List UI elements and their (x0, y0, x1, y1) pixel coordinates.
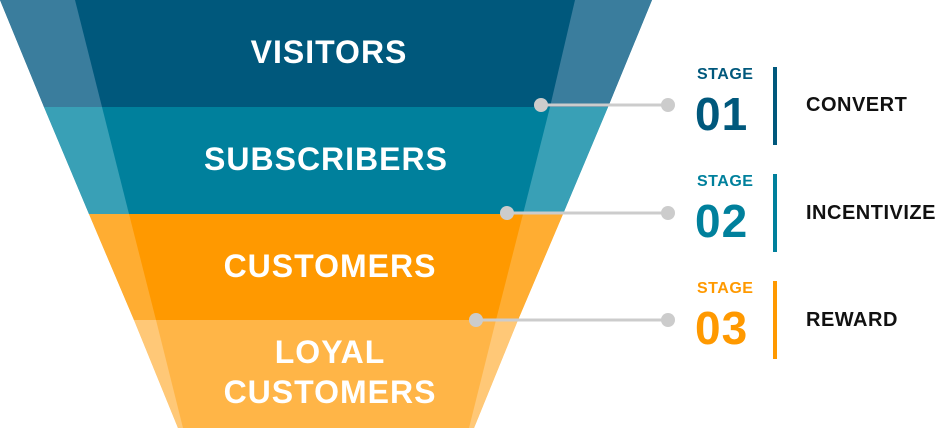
funnel-edge-left-4 (134, 320, 183, 428)
connector-dot-end (661, 313, 675, 327)
stage-2-label: STAGE (697, 173, 754, 190)
connector-stage-1 (534, 98, 675, 112)
funnel-layer-subscribers (44, 107, 608, 214)
stage-3-action: REWARD (806, 309, 898, 331)
funnel-edge-right-3 (496, 214, 563, 320)
funnel-layer-visitors (0, 0, 652, 107)
stage-1-label: STAGE (697, 66, 754, 83)
connector-dot-start (469, 313, 483, 327)
stage-1-divider (773, 67, 777, 145)
funnel-edge-left-3 (89, 214, 156, 320)
funnel-label-loyal-line1: LOYAL (275, 334, 386, 370)
funnel-label-loyal-line2: CUSTOMERS (224, 374, 437, 410)
stage-2-action: INCENTIVIZE (806, 202, 936, 224)
stage-3-label: STAGE (697, 280, 754, 297)
stage-3-divider (773, 281, 777, 359)
stage-3-number: 03 (695, 302, 749, 354)
funnel-edge-right-1 (550, 0, 652, 107)
funnel-edge-right-2 (523, 107, 608, 214)
stage-2-divider (773, 174, 777, 252)
connector-stage-2 (500, 206, 675, 220)
connector-dot-start (500, 206, 514, 220)
connector-dot-end (661, 98, 675, 112)
stage-1-action: CONVERT (806, 94, 908, 116)
stage-1-number: 01 (695, 88, 749, 140)
funnel-edge-left-2 (44, 107, 129, 214)
connector-dot-start (534, 98, 548, 112)
funnel-layer-customers (89, 214, 563, 320)
connector-dot-end (661, 206, 675, 220)
funnel-edge-right-4 (469, 320, 518, 428)
funnel-label-visitors: VISITORS (251, 34, 408, 70)
funnel-label-customers: CUSTOMERS (224, 248, 437, 284)
stage-2-number: 02 (695, 195, 749, 247)
funnel-edge-left-1 (0, 0, 102, 107)
connector-stage-3 (469, 313, 675, 327)
funnel-layer-loyal (134, 320, 518, 428)
funnel-label-subscribers: SUBSCRIBERS (204, 141, 448, 177)
